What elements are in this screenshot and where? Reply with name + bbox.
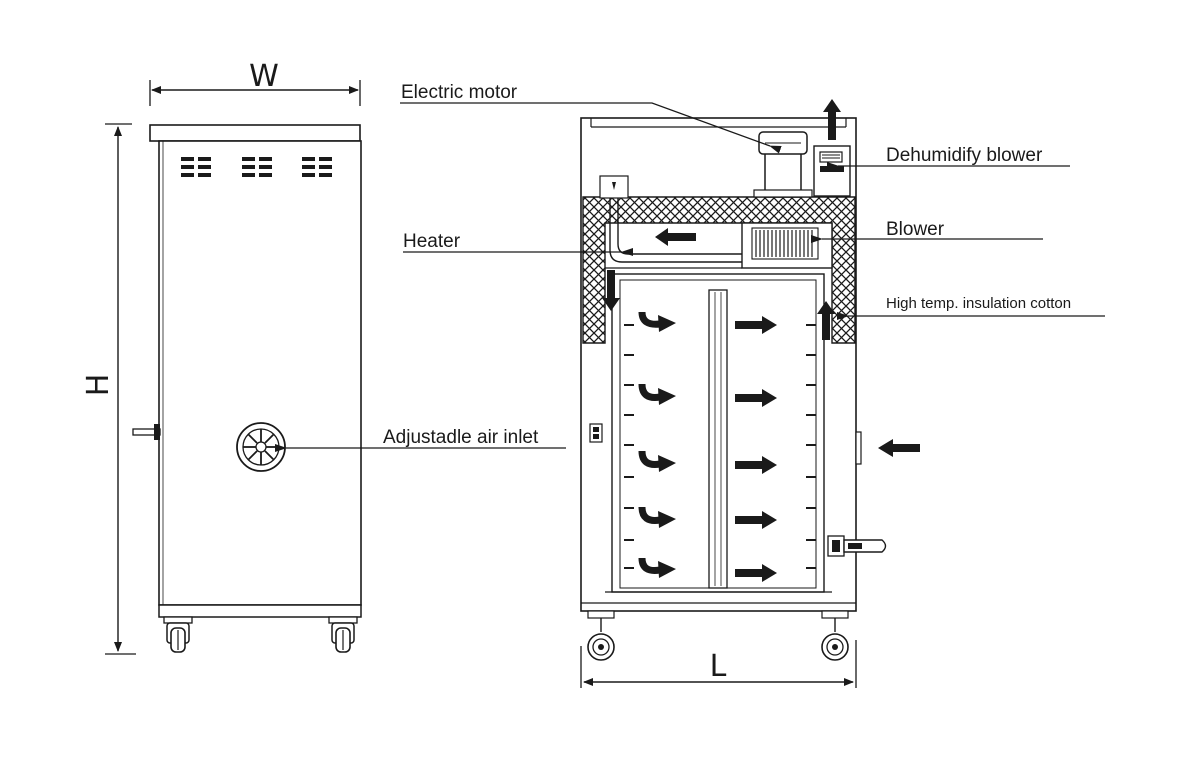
electric-motor-icon — [753, 131, 813, 198]
front-view — [105, 80, 362, 655]
label-blower: Blower — [886, 219, 945, 240]
curved-airflow-arrows — [638, 311, 676, 578]
tray-rails — [624, 324, 816, 569]
caster-section-left — [587, 610, 615, 661]
vent-grilles — [181, 157, 332, 177]
heater-flow-arrow-icon — [655, 228, 696, 246]
caster-left — [163, 616, 193, 653]
length-label: L — [710, 649, 727, 684]
upflow-arrow-icon — [817, 301, 835, 340]
height-dimension — [105, 123, 136, 655]
width-dimension — [149, 80, 361, 106]
leader-electric-motor — [400, 102, 782, 154]
chamber-divider — [708, 289, 728, 589]
label-electric-motor: Electric motor — [401, 82, 518, 103]
caster-right — [328, 616, 358, 653]
dehumidify-blower-icon — [813, 145, 851, 197]
airflow-arrows — [602, 99, 920, 582]
inlet-arrow-icon — [878, 439, 920, 457]
cabinet-body — [158, 140, 362, 606]
section-outer-frame — [580, 117, 857, 612]
downflow-arrow-icon — [602, 270, 620, 311]
air-inlet-wheel-icon — [236, 422, 286, 472]
side-handle — [132, 424, 161, 440]
control-switch-icon — [589, 423, 603, 443]
leader-lines — [275, 102, 1105, 452]
height-label: H — [81, 374, 116, 397]
blower-icon — [741, 222, 833, 269]
door-latch-icon — [827, 535, 887, 557]
base-plate — [158, 604, 362, 618]
length-dimension — [580, 640, 857, 688]
width-label: W — [249, 59, 279, 94]
side-vent — [855, 431, 862, 465]
top-cap — [149, 124, 361, 142]
section-view — [580, 117, 887, 688]
exhaust-arrow-icon — [823, 99, 841, 140]
label-insulation: High temp. insulation cotton — [886, 295, 1071, 312]
label-air-inlet: Adjustadle air inlet — [383, 427, 539, 448]
label-heater: Heater — [403, 231, 461, 252]
label-dehumidify-blower: Dehumidify blower — [886, 145, 1043, 166]
caster-section-right — [821, 610, 849, 661]
